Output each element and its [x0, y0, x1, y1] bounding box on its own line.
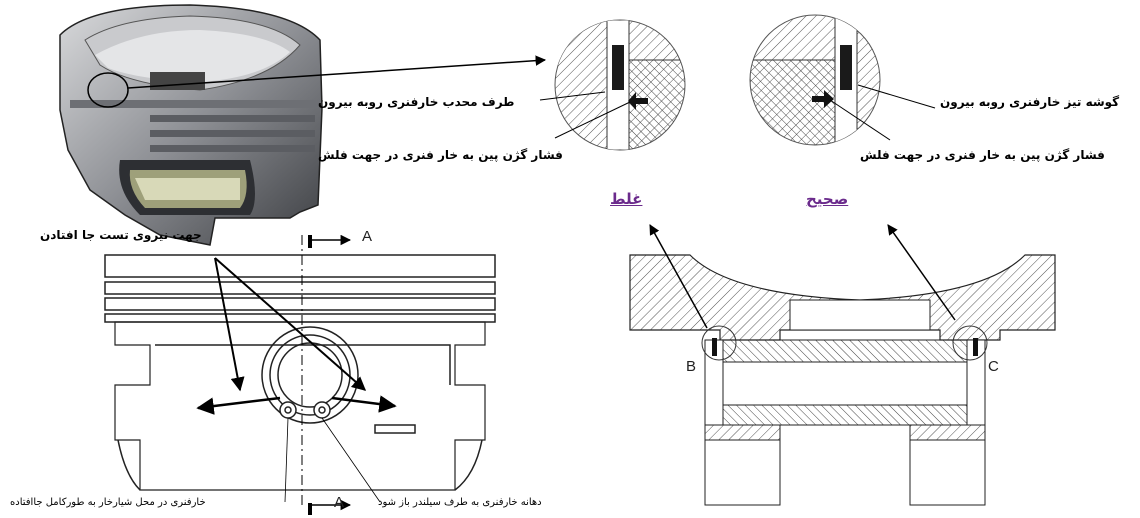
arrow-icon [812, 90, 834, 108]
section-letter-c: C [988, 358, 999, 375]
circlip-icon [973, 338, 978, 356]
label-correct: صحیح [806, 190, 849, 208]
label-pin-pressure-right: فشار گژن پین به خار فنری در جهت فلش [860, 148, 1105, 162]
detail-circle [87, 72, 129, 108]
label-wrong: غلط [610, 190, 643, 208]
circlip-icon [712, 338, 717, 356]
label-ring-in-groove: خارفنری در محل شیارخار به طورکامل جاافتا… [10, 497, 206, 508]
label-ring-gap-toward-cylinder: دهانه خارفنری به طرف سیلندر باز شود [378, 497, 542, 508]
arrow-icon [628, 92, 648, 110]
detail-wrong [554, 19, 686, 151]
section-letter-a-bottom: A [334, 494, 345, 511]
arrow-correct [887, 224, 956, 321]
section-letter-b: B [686, 358, 697, 375]
label-convex-side-out: طرف محدب خارفنری روبه بیرون [318, 95, 515, 109]
label-pin-pressure-left: فشار گژن پین به خار فنری در جهت فلش [318, 148, 563, 162]
arrow-wrong [649, 224, 708, 329]
label-sharp-corner-out: گوشه تیز خارفنری روبه بیرون [940, 95, 1120, 109]
section-letter-a-top: A [362, 228, 373, 245]
label-force-direction: جهت نیروی تست جا افتادن [40, 228, 202, 242]
piston-front-view [104, 254, 496, 491]
piston-3d-cutaway [59, 4, 323, 246]
detail-correct [749, 14, 881, 146]
piston-section-view [629, 254, 1056, 506]
callout-arrow [127, 55, 547, 89]
